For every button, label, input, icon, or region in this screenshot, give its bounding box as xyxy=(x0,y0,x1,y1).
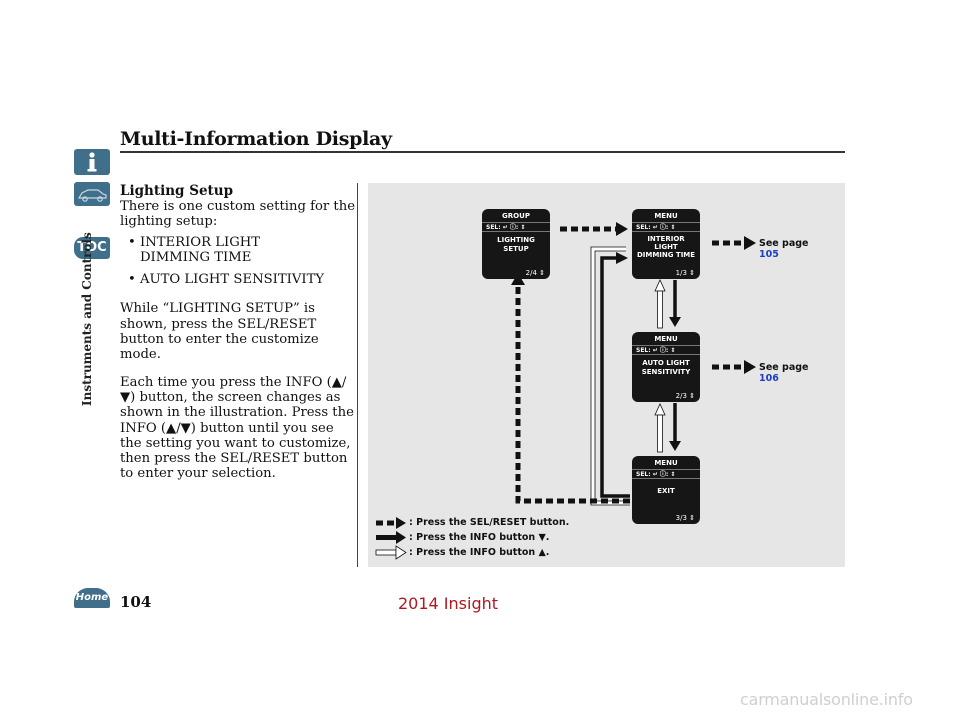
title-rule xyxy=(120,151,845,153)
display-screen-exit: MENU SEL: ↵ ⓘ: ⇕ EXIT 3/3 ⇕ xyxy=(632,456,700,524)
footer-site: carmanualsonline.info xyxy=(740,690,913,709)
bullet-item: • INTERIOR LIGHT DIMMING TIME xyxy=(128,234,261,265)
body-text: Lighting Setup There is one custom setti… xyxy=(120,183,355,482)
car-icon xyxy=(77,189,107,202)
legend-info-down: : Press the INFO button ▼. xyxy=(409,532,550,543)
home-tab[interactable]: Home xyxy=(74,588,110,608)
dashed-arrow-icon xyxy=(560,222,628,236)
page-number: 104 xyxy=(120,593,152,611)
solid-arrow-icon xyxy=(376,531,406,544)
vehicle-tab[interactable] xyxy=(74,182,110,206)
legend-sel-reset: : Press the SEL/RESET button. xyxy=(409,517,570,528)
info-icon xyxy=(87,152,97,172)
section-heading: Lighting Setup xyxy=(120,183,234,199)
legend-info-up: : Press the INFO button ▲. xyxy=(409,547,550,558)
page-link[interactable]: 105 xyxy=(759,249,779,260)
toc-tab[interactable]: TOC xyxy=(74,237,110,259)
flow-arrows xyxy=(375,222,756,560)
see-page-ref[interactable]: See page 106 xyxy=(759,362,809,384)
page-title: Multi-Information Display xyxy=(120,128,392,150)
display-screen-interior-light: MENU SEL: ↵ ⓘ: ⇕ INTERIOR LIGHT DIMMING … xyxy=(632,209,700,279)
page-link[interactable]: 106 xyxy=(759,373,779,384)
paragraph: While “LIGHTING SETUP” is shown, press t… xyxy=(120,301,319,363)
see-page-ref[interactable]: See page 105 xyxy=(759,238,809,260)
bullet-item: • AUTO LIGHT SENSITIVITY xyxy=(128,272,325,288)
display-screen-auto-light: MENU SEL: ↵ ⓘ: ⇕ AUTO LIGHT SENSITIVITY … xyxy=(632,332,700,402)
intro-paragraph: There is one custom setting for the ligh… xyxy=(120,199,356,230)
watermark: 2014 Insight xyxy=(398,594,499,613)
display-screen-group: GROUP SEL: ↵ ⓘ: ⇕ LIGHTING SETUP 2/4 ⇕ xyxy=(482,209,550,279)
outline-arrow-icon xyxy=(375,545,407,560)
paragraph: Each time you press the INFO (▲/▼) butto… xyxy=(120,374,354,482)
info-tab[interactable] xyxy=(74,149,110,175)
column-divider xyxy=(357,183,358,567)
